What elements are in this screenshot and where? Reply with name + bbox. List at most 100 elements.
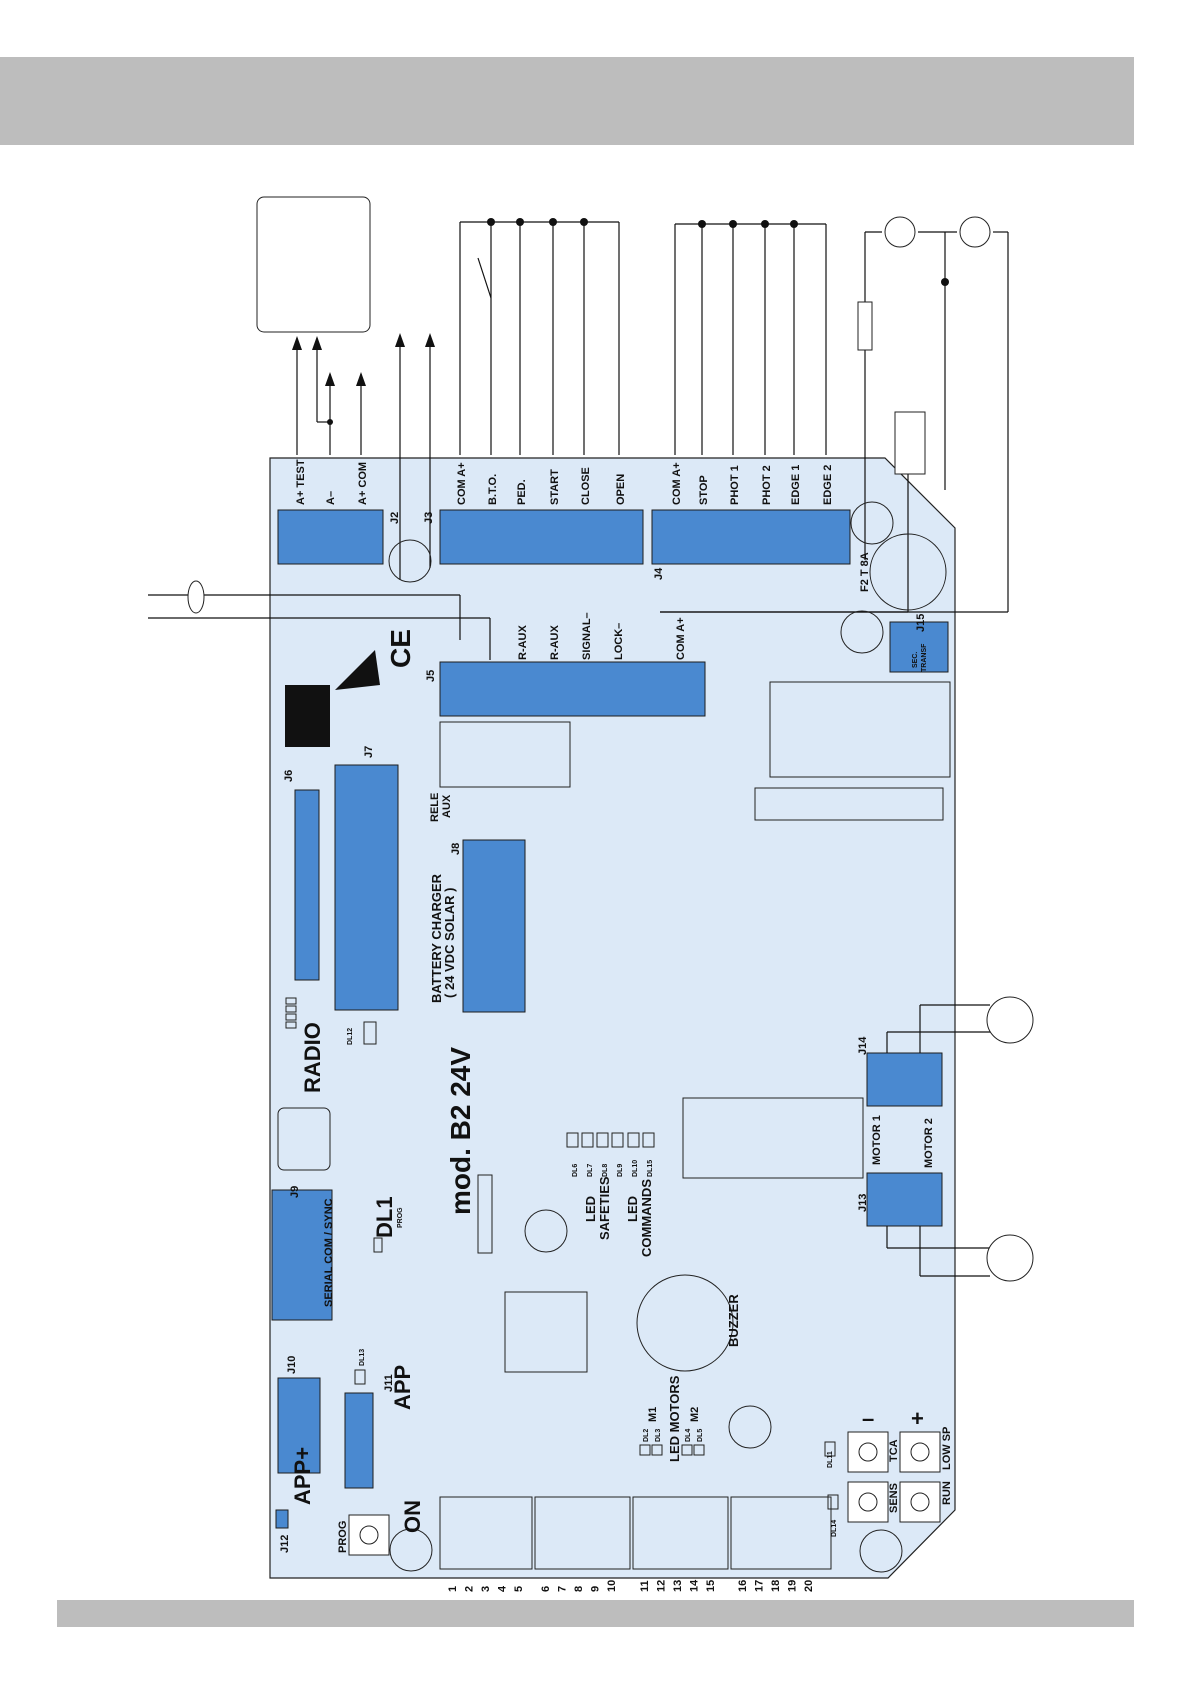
dl13-label: DL13 [359,1349,366,1366]
buzzer-label: BUZZER [726,1294,741,1347]
terminal-j9 [271,1189,333,1321]
tca-plus-button-knob [910,1442,930,1462]
motor-relay [682,1097,864,1179]
j3-label-6: OPEN [615,474,627,505]
dl1-prog-label: PROG [397,1207,404,1228]
dl13-led [354,1369,366,1385]
buzzer-component [636,1274,734,1372]
header-band [0,57,1134,145]
terminal-j13 [866,1172,943,1227]
j10-id: J10 [286,1356,298,1374]
motor-wiring [886,1004,995,1277]
aux-label: AUX [441,794,453,818]
on-label: ON [400,1500,425,1533]
dl14-label: DL14 [831,1520,838,1537]
terminal-number-3: 3 [480,1586,492,1592]
j5-label-3: SIGNAL– [581,612,593,660]
terminal-number-1: 1 [447,1586,459,1592]
j13-id: J13 [857,1194,869,1212]
j5-id: J5 [425,670,437,682]
terminal-number-14: 14 [689,1579,701,1592]
terminal-11-15 [632,1496,729,1570]
model-title: mod. B2 24V [445,1047,476,1215]
rele-label: RELE [429,793,441,822]
resistor [857,301,873,351]
terminal-number-9: 9 [590,1586,602,1592]
j5-label-1: R-AUX [517,625,529,660]
terminal-number-5: 5 [513,1586,525,1592]
electric-lock [894,411,926,475]
transformer [769,681,951,778]
tca-minus-label: – [862,1406,874,1431]
terminal-j2 [277,509,384,565]
j15-id: J15 [915,614,927,632]
ic-chip [504,1291,588,1373]
tca-minus-button[interactable] [847,1431,889,1473]
external-device-box [256,196,371,333]
terminal-j8 [462,839,526,1013]
dl-mot-3: DL4 [685,1429,692,1442]
terminal-number-20: 20 [803,1580,815,1592]
terminal-j15 [889,621,949,673]
esd-warning-icon [335,650,380,690]
led-motors-label: LED MOTORS [667,1375,682,1462]
terminal-number-11: 11 [639,1580,651,1592]
j2-label-3: A+ COM [357,462,369,505]
fuse-label: F2 T 8A [859,552,871,592]
m2-label: M2 [689,1407,701,1422]
dl12-label: DL12 [347,1028,354,1045]
terminal-16-20 [730,1496,832,1570]
app-plus-label: APP+ [290,1447,315,1505]
j3-label-1: COM A+ [456,462,468,505]
j4-label-5: EDGE 1 [790,465,802,505]
antenna-cable [187,580,205,614]
terminal-1-5 [439,1496,533,1570]
j4-label-6: EDGE 2 [822,465,834,505]
terminal-number-15: 15 [705,1580,717,1592]
j6-id: J6 [283,770,295,782]
battery-label-2: ( 24 VDC SOLAR ) [442,887,457,998]
capacitor-2 [850,501,894,545]
j4-id: J4 [653,567,665,580]
j3-label-4: START [549,469,561,505]
dl-cmd-2: DL15 [647,1160,654,1177]
j3-label-5: CLOSE [580,467,592,505]
terminal-number-7: 7 [557,1586,569,1592]
prog-button[interactable] [348,1514,390,1556]
sec-transf-2: TRANSF [921,643,928,672]
j3-label-3: PED. [516,479,528,505]
dl-mot-4: DL5 [697,1429,704,1442]
j12-id: J12 [279,1535,291,1553]
tca-plus-button[interactable] [899,1431,941,1473]
terminal-number-6: 6 [540,1586,552,1592]
j5-label-4: LOCK– [613,623,625,660]
j7-id: J7 [363,746,375,758]
dl-saf-4: DL9 [617,1164,624,1177]
terminal-j10 [277,1377,321,1474]
terminal-number-10: 10 [606,1580,618,1592]
led-commands-1: LED [625,1196,640,1222]
prog-button-knob [359,1525,379,1545]
radio-label: RADIO [300,1022,325,1093]
run-low-sp-button-knob [910,1492,930,1512]
sec-transf-1: SEC. [912,652,919,668]
capacitor-8 [859,1529,903,1573]
junction-dots [487,218,949,286]
circuit-board [269,457,956,1579]
capacitor-4 [840,610,884,654]
terminal-6-10 [534,1496,631,1570]
run-low-sp-button[interactable] [899,1481,941,1523]
serial-label: SERIAL COM / SYNC [323,1198,335,1307]
motor-leds [639,1444,705,1456]
j8-id: J8 [450,843,462,855]
terminal-number-12: 12 [656,1580,668,1592]
prog-button-label: PROG [337,1521,349,1553]
j3-commands-wiring [459,221,620,455]
terminal-j5 [439,661,706,717]
dl14-led [827,1494,839,1510]
tca-minus-button-knob [858,1442,878,1462]
footer-band [57,1600,1134,1627]
sens-button[interactable] [847,1481,889,1523]
terminal-j3 [439,509,644,565]
terminal-j12 [275,1509,289,1529]
